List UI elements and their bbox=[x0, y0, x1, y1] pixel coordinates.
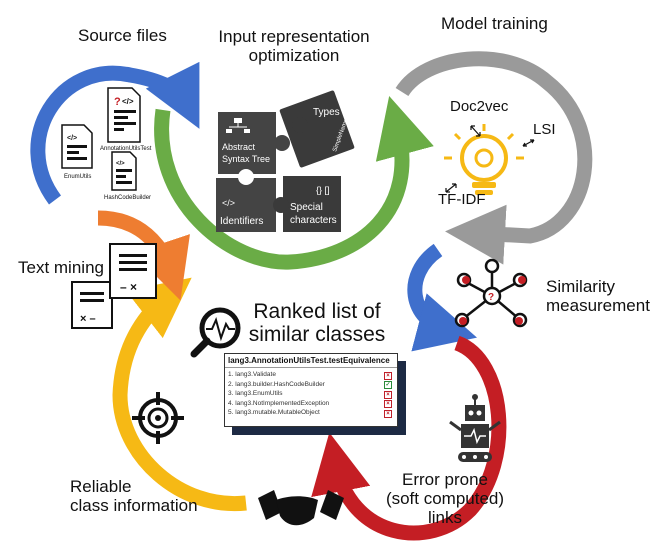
ranked-item-text: 5. lang3.mutable.MutableObject bbox=[228, 409, 320, 417]
puzzle-types-label: Types bbox=[313, 107, 340, 118]
arrow-input-representation bbox=[154, 96, 434, 270]
puzzle-special-line2: characters bbox=[290, 215, 337, 226]
source-file-hashcodebuilder: </> HashCodeBuilder bbox=[104, 151, 151, 201]
svg-text:?: ? bbox=[114, 96, 121, 108]
label-error-prone-line2: (soft computed) bbox=[385, 489, 505, 509]
ranked-list-item: 2. lang3.builder.HashCodeBuilder ✓ bbox=[228, 380, 394, 390]
ranked-list: 1. lang3.Validate × 2. lang3.builder.Hash… bbox=[225, 370, 397, 418]
file-label-hashcodebuilder: HashCodeBuilder bbox=[104, 195, 151, 201]
reject-mark-icon: × bbox=[384, 371, 392, 380]
puzzle-ast-line1: Abstract bbox=[222, 142, 256, 152]
puzzle-identifiers-label: Identifiers bbox=[220, 216, 263, 227]
puzzle-special-line1: Special bbox=[290, 202, 323, 213]
label-doc2vec: Doc2vec bbox=[450, 98, 509, 115]
label-text-mining: Text mining bbox=[18, 258, 104, 277]
ranked-item-text: 3. lang3.EnumUtils bbox=[228, 390, 283, 398]
link-lsi bbox=[522, 139, 535, 147]
svg-text:{} []: {} [] bbox=[316, 185, 330, 195]
reject-mark-icon: × bbox=[384, 390, 392, 399]
arrow-model-training bbox=[395, 51, 593, 265]
ranked-list-item: 4. lang3.NotImplementedException × bbox=[228, 399, 394, 409]
svg-text:× –: × – bbox=[80, 313, 96, 325]
label-tfidf: TF-IDF bbox=[438, 191, 486, 208]
label-lsi: LSI bbox=[533, 121, 556, 138]
handshake-icon bbox=[258, 490, 344, 526]
label-similarity-line1: Similarity bbox=[546, 277, 615, 296]
label-ranked-list: Ranked list of similar classes bbox=[242, 300, 392, 346]
label-model-training: Model training bbox=[441, 14, 548, 33]
label-input-representation-line2: optimization bbox=[248, 46, 340, 66]
magnifier-icon bbox=[190, 307, 241, 358]
source-file-enumutils: </> EnumUtils bbox=[61, 124, 93, 180]
ranked-list-item: 3. lang3.EnumUtils × bbox=[228, 389, 394, 399]
label-reliable-line2: class information bbox=[70, 496, 198, 516]
puzzle-piece-identifiers: </> Identifiers bbox=[216, 169, 276, 232]
puzzle-piece-special: {} [] Special characters bbox=[273, 176, 341, 232]
svg-text:</>: </> bbox=[67, 135, 77, 142]
arrow-source-files bbox=[30, 61, 200, 205]
puzzle-ast-line2: Syntax Tree bbox=[222, 154, 270, 164]
label-similarity: Similarity measurement bbox=[546, 277, 650, 315]
error-markers bbox=[459, 276, 526, 325]
label-reliable-line1: Reliable bbox=[70, 477, 132, 496]
ranked-item-text: 4. lang3.NotImplementedException bbox=[228, 399, 330, 407]
arrow-error-prone bbox=[311, 335, 507, 541]
file-label-enumutils: EnumUtils bbox=[64, 174, 91, 180]
text-mining-document-icon: × – – × bbox=[71, 243, 157, 329]
source-file-annotationutilstest: ? </> AnnotationUtilsTest bbox=[100, 87, 152, 152]
target-icon bbox=[132, 392, 184, 444]
label-input-representation: Input representation optimization bbox=[214, 27, 374, 65]
label-source-files: Source files bbox=[78, 26, 167, 45]
label-reliable: Reliable class information bbox=[70, 477, 198, 515]
label-similarity-line2: measurement bbox=[546, 296, 650, 316]
similarity-question-icon: ? bbox=[488, 292, 494, 303]
reject-mark-icon: × bbox=[384, 409, 392, 418]
puzzle-piece-ast: Abstract Syntax Tree bbox=[218, 112, 290, 174]
reject-mark-icon: × bbox=[384, 400, 392, 409]
arrow-similarity bbox=[407, 243, 478, 352]
label-ranked-line1: Ranked list of bbox=[253, 300, 381, 323]
ranked-item-text: 2. lang3.builder.HashCodeBuilder bbox=[228, 380, 325, 388]
arrow-text-mining bbox=[97, 210, 190, 301]
ranked-list-item: 1. lang3.Validate × bbox=[228, 370, 394, 380]
robot-icon bbox=[449, 394, 501, 462]
lightbulb-icon bbox=[444, 124, 524, 195]
puzzle-piece-types: Types SimpleName bbox=[279, 90, 355, 168]
ranked-list-card-title: lang3.AnnotationUtilsTest.testEquivalenc… bbox=[225, 354, 397, 368]
label-error-prone-line1: Error prone bbox=[402, 470, 488, 489]
label-error-prone: Error prone (soft computed) links bbox=[375, 470, 515, 527]
accept-mark-icon: ✓ bbox=[384, 381, 392, 390]
svg-text:</>: </> bbox=[222, 198, 235, 208]
link-doc2vec bbox=[470, 125, 481, 137]
svg-text:</>: </> bbox=[116, 161, 125, 167]
svg-text:</>: </> bbox=[122, 97, 134, 106]
label-ranked-line2: similar classes bbox=[248, 323, 386, 347]
link-tfidf bbox=[445, 183, 457, 193]
ranked-item-text: 1. lang3.Validate bbox=[228, 371, 276, 378]
label-input-representation-line1: Input representation bbox=[218, 27, 370, 46]
arrow-reliable bbox=[112, 277, 247, 512]
file-label-annotationutilstest: AnnotationUtilsTest bbox=[100, 146, 152, 152]
svg-text:– ×: – × bbox=[120, 280, 137, 294]
ranked-list-item: 5. lang3.mutable.MutableObject × bbox=[228, 408, 394, 418]
ranked-list-card: lang3.AnnotationUtilsTest.testEquivalenc… bbox=[224, 353, 398, 427]
label-error-prone-line3: links bbox=[427, 508, 462, 528]
